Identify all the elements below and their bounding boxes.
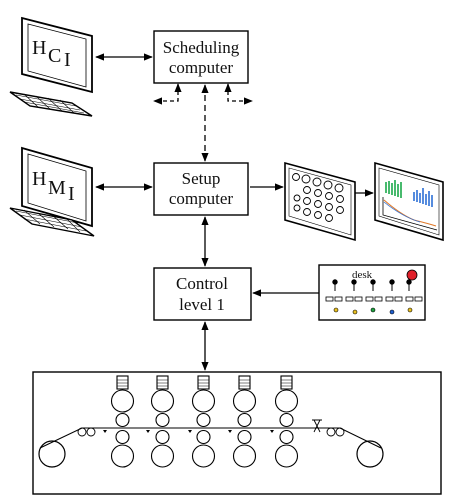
scheduling-computer-box: Scheduling computer bbox=[153, 30, 249, 84]
hci-letter-h: H bbox=[32, 37, 46, 59]
control-level-box: Control level 1 bbox=[153, 267, 252, 321]
monitor-chart-icon bbox=[374, 161, 444, 242]
emergency-stop-icon bbox=[406, 269, 418, 281]
setup-computer-box: Setup computer bbox=[153, 162, 249, 216]
hci-letter-i: I bbox=[64, 49, 71, 71]
scheduling-label-line2: computer bbox=[169, 58, 234, 77]
desk-switches bbox=[325, 296, 423, 302]
scheduling-left-dashed-branch bbox=[153, 83, 182, 105]
joystick-levers bbox=[332, 279, 412, 291]
strip-tension-markers bbox=[103, 430, 274, 433]
scheduling-right-dashed-branch bbox=[224, 83, 253, 105]
hci-letter-c: C bbox=[48, 45, 61, 67]
payoff-coiler bbox=[38, 440, 66, 468]
desk-indicator-lights bbox=[333, 307, 413, 315]
steel-strip bbox=[39, 427, 382, 449]
scheduling-label-line1: Scheduling bbox=[163, 38, 240, 57]
strip-guide-valve bbox=[312, 419, 322, 433]
control-desk-icon: desk bbox=[318, 264, 426, 321]
winding-coiler bbox=[356, 440, 384, 468]
setup-label-line1: Setup bbox=[182, 169, 221, 188]
hmi-letter-h: H bbox=[32, 168, 46, 190]
desk-label: desk bbox=[352, 269, 373, 281]
hmi-letter-m: M bbox=[48, 177, 66, 199]
desktop-computer-icon bbox=[9, 16, 93, 117]
hci-workstation: H C I bbox=[9, 16, 93, 117]
hmi-workstation: H M I bbox=[9, 146, 95, 237]
monitor-schematic-icon bbox=[284, 161, 356, 242]
hmi-letter-i: I bbox=[68, 183, 75, 205]
desktop-computer-icon bbox=[9, 146, 95, 237]
control-label-line2: level 1 bbox=[179, 295, 225, 314]
setup-label-line2: computer bbox=[169, 189, 234, 208]
connectors bbox=[95, 53, 374, 371]
chart-bars-blue bbox=[413, 188, 433, 207]
chart-bars-green bbox=[385, 180, 402, 198]
control-label-line1: Control bbox=[176, 274, 228, 293]
rolling-mill-stands-icon bbox=[32, 371, 442, 495]
